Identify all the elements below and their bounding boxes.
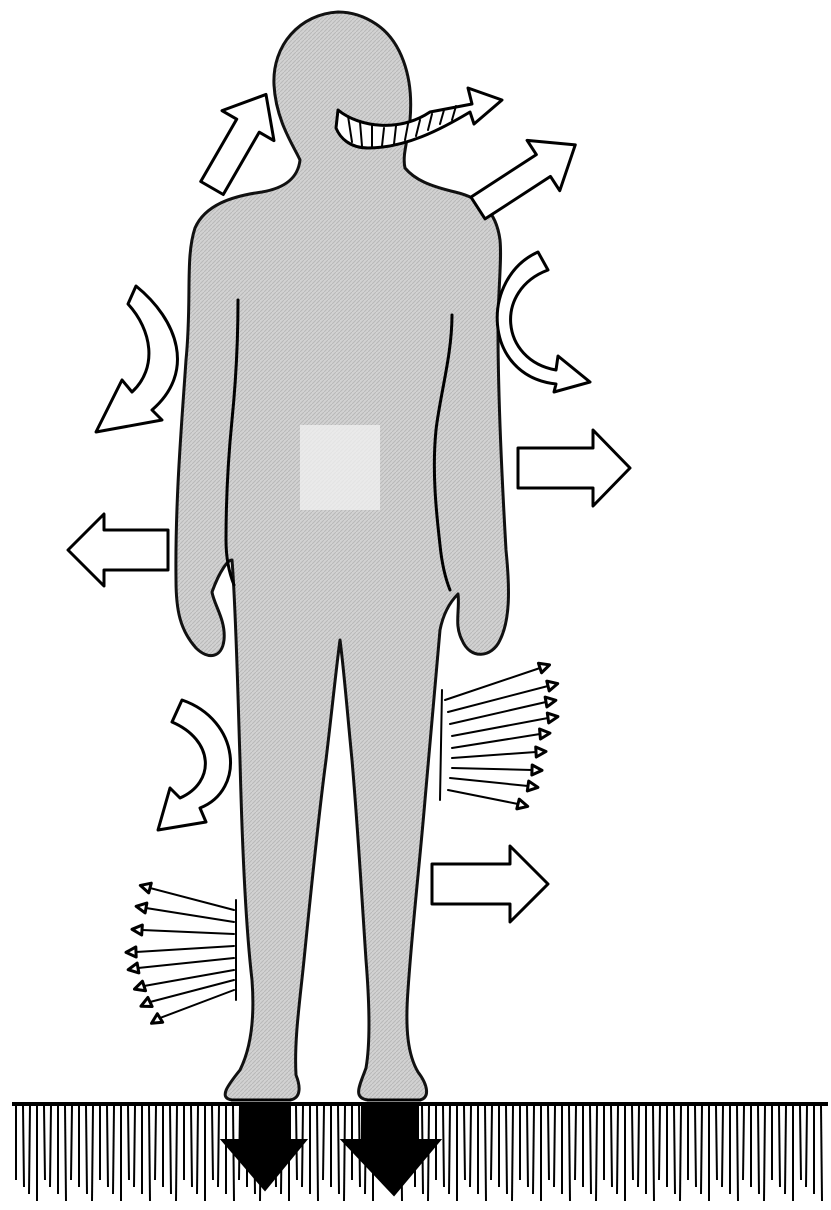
ground-hatch-line bbox=[134, 1106, 135, 1187]
ground-hatch-line bbox=[821, 1106, 822, 1201]
ground-hatch-line bbox=[527, 1106, 528, 1187]
evaporation-fan-right bbox=[440, 660, 559, 811]
ground-hatch-line bbox=[443, 1106, 444, 1187]
ground-hatch-line bbox=[785, 1106, 786, 1194]
convection-arrow-left-lower bbox=[158, 700, 231, 830]
ground-hatch-line bbox=[737, 1106, 738, 1201]
ground-hatch-line bbox=[338, 1106, 339, 1194]
ground-hatch-line bbox=[632, 1106, 633, 1180]
ground-hatch-line bbox=[506, 1106, 507, 1194]
ground-hatch-line bbox=[485, 1106, 486, 1201]
ground-hatch-line bbox=[170, 1106, 171, 1194]
ground-hatch-line bbox=[470, 1106, 471, 1187]
ground-hatch-line bbox=[764, 1106, 765, 1201]
ground-hatch-line bbox=[113, 1106, 114, 1194]
ground-hatch-line bbox=[743, 1106, 744, 1180]
ground-hatch-line bbox=[107, 1106, 108, 1187]
ground-hatch-line bbox=[722, 1106, 723, 1187]
ground-hatch-line bbox=[29, 1106, 30, 1194]
ground-hatch-line bbox=[659, 1106, 660, 1180]
conduction-arrow-right bbox=[342, 1104, 440, 1195]
ground-hatch-line bbox=[197, 1106, 198, 1194]
ground-hatch-line bbox=[638, 1106, 639, 1187]
ground-hatch-line bbox=[596, 1106, 597, 1201]
ground-hatch-line bbox=[569, 1106, 570, 1201]
ground-hatch-line bbox=[806, 1106, 807, 1187]
ground-hatch-line bbox=[701, 1106, 702, 1194]
ground-hatch-line bbox=[464, 1106, 465, 1180]
radiation-arrow-right-mid bbox=[518, 430, 630, 506]
ground-hatch-line bbox=[674, 1106, 675, 1194]
ground-hatch-line bbox=[218, 1106, 219, 1187]
ground-hatch-line bbox=[86, 1106, 87, 1194]
torso-highlight bbox=[300, 425, 380, 510]
ground-hatch-line bbox=[617, 1106, 618, 1194]
ground-hatch-line bbox=[449, 1106, 450, 1194]
ground-hatch-line bbox=[491, 1106, 492, 1180]
ground-hatch-line bbox=[155, 1106, 156, 1180]
ground-hatch-line bbox=[92, 1106, 93, 1201]
ground-hatch-line bbox=[50, 1106, 51, 1187]
ground-hatch-line bbox=[779, 1106, 780, 1187]
ground-hatch-line bbox=[71, 1106, 72, 1180]
ground-hatch-line bbox=[65, 1106, 66, 1201]
ground-hatch-line bbox=[575, 1106, 576, 1180]
ground-hatch-line bbox=[716, 1106, 717, 1180]
ground-hatch-line bbox=[302, 1106, 303, 1187]
ground-hatch-line bbox=[317, 1106, 318, 1201]
ground-hatch-line bbox=[149, 1106, 150, 1201]
ground-hatch-line bbox=[611, 1106, 612, 1187]
ground-hatch-line bbox=[323, 1106, 324, 1180]
ground-hatch-line bbox=[695, 1106, 696, 1187]
ground-hatch-line bbox=[680, 1106, 681, 1201]
radiation-arrow-right-lower bbox=[432, 846, 548, 922]
ground-hatch-line bbox=[548, 1106, 549, 1180]
ground-hatch-line bbox=[533, 1106, 534, 1194]
ground-hatch-line bbox=[800, 1106, 801, 1180]
ground-hatch-line bbox=[23, 1106, 24, 1187]
ground-hatch-line bbox=[512, 1106, 513, 1201]
ground-hatch-line bbox=[758, 1106, 759, 1194]
ground-hatch-line bbox=[176, 1106, 177, 1201]
ground-hatch-line bbox=[44, 1106, 45, 1180]
ground-hatch-line bbox=[212, 1106, 213, 1180]
radiation-arrow-left-mid bbox=[68, 514, 168, 586]
evaporation-fan-left bbox=[126, 881, 236, 1028]
ground-hatch-line bbox=[191, 1106, 192, 1187]
ground-hatch-line bbox=[128, 1106, 129, 1180]
convection-arrow-right-upper bbox=[497, 252, 590, 392]
ground-hatch-line bbox=[590, 1106, 591, 1194]
ground-hatch-line bbox=[344, 1106, 345, 1201]
convection-arrow-left-upper bbox=[96, 286, 177, 432]
ground-hatch-line bbox=[653, 1106, 654, 1201]
ground-hatch-line bbox=[554, 1106, 555, 1187]
